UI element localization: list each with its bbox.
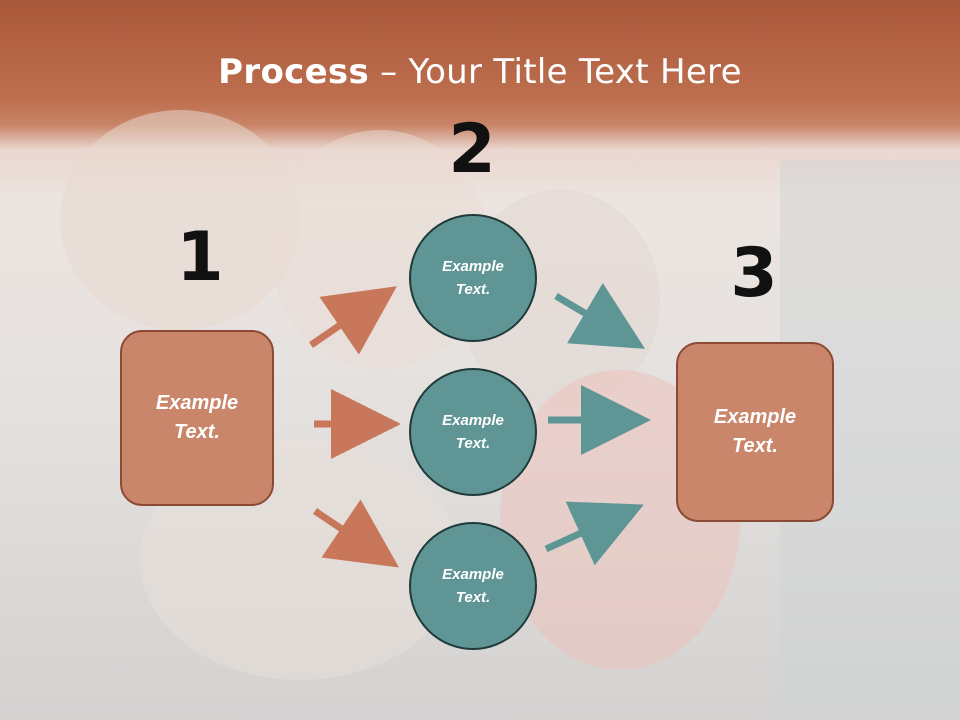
title-bold: Process (218, 52, 370, 92)
bottom-circle: Example Text. (409, 522, 537, 650)
left-box-label: Example Text. (155, 392, 239, 443)
top-circle-label: Example Text. (442, 258, 504, 298)
bottom-circle-label: Example Text. (442, 566, 504, 606)
middle-circle: Example Text. (409, 368, 537, 496)
arrow-top-circle-to-box (554, 283, 646, 349)
arrow-box-to-bottom-circle (313, 499, 400, 568)
arrow-box-to-top-circle (309, 286, 397, 355)
middle-circle-label: Example Text. (442, 412, 504, 452)
top-circle: Example Text. (409, 214, 537, 342)
arrow-bottom-circle-to-box (544, 501, 644, 566)
right-box: Example Text. (676, 342, 834, 522)
step-number-3: 3 (730, 234, 778, 313)
step-number-2: 2 (448, 110, 496, 189)
right-box-label: Example Text. (713, 406, 797, 457)
step-number-1: 1 (176, 218, 224, 297)
left-box: Example Text. (120, 330, 274, 506)
title-rest: – Your Title Text Here (369, 52, 742, 92)
slide-title: Process – Your Title Text Here (0, 52, 960, 92)
